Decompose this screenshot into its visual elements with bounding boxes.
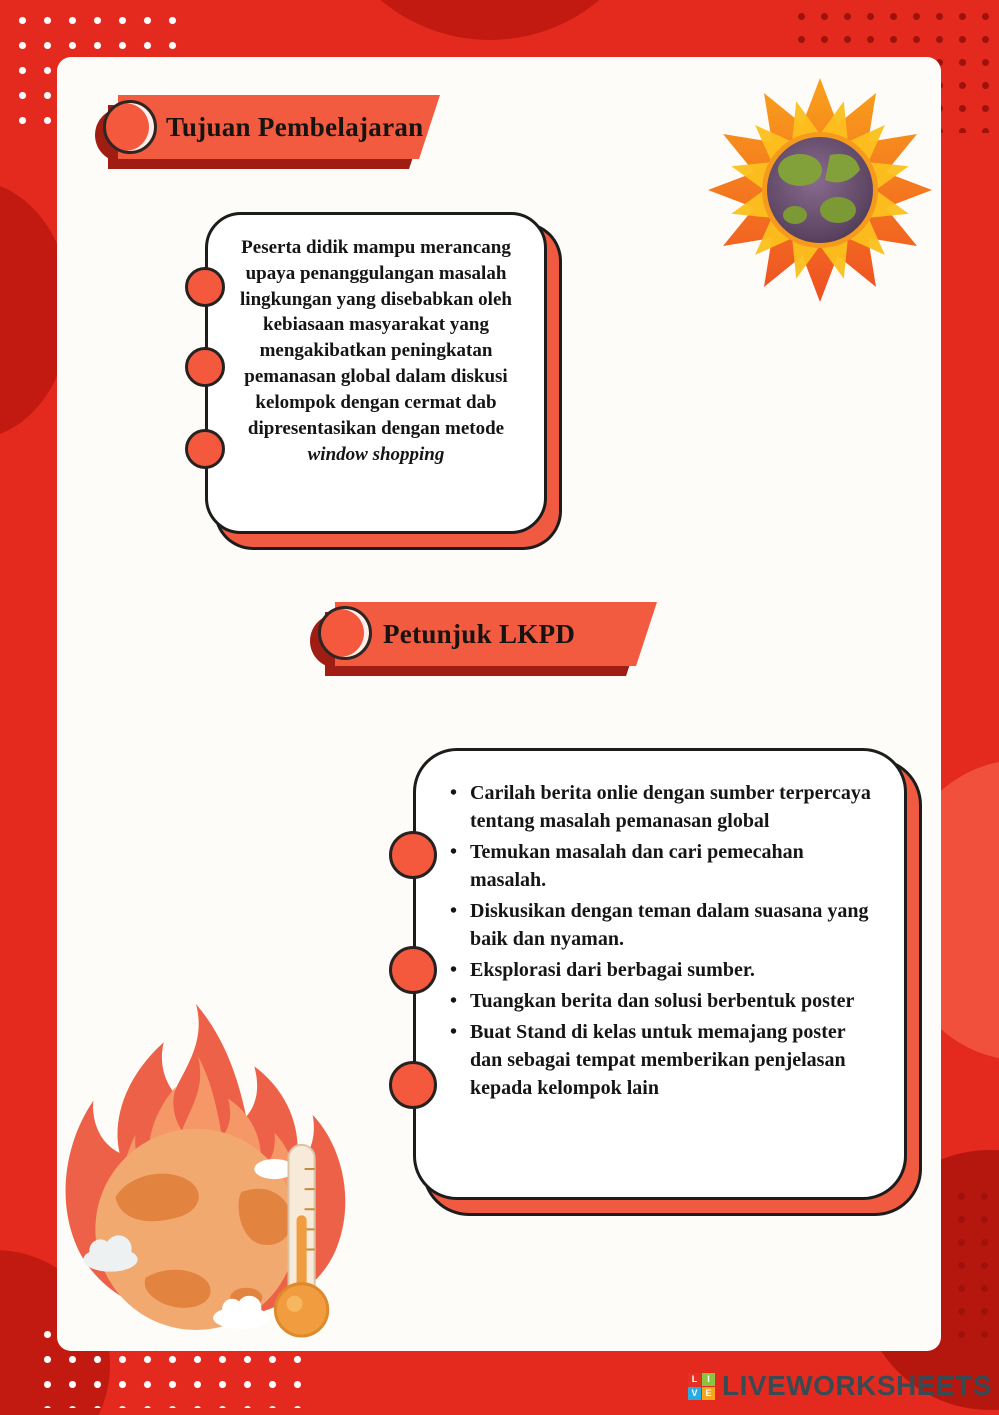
decor-dots-bottom-right: [950, 1185, 998, 1350]
instructions-section-title: Petunjuk LKPD: [383, 619, 576, 649]
objective-text-main: Peserta didik mampu merancang upaya pena…: [240, 237, 512, 439]
objective-text-italic: window shopping: [307, 443, 445, 465]
objective-text: Peserta didik mampu merancang upaya pena…: [208, 215, 544, 487]
section-banner-objective: Tujuan Pembelajaran: [118, 95, 440, 159]
instruction-item: Eksplorasi dari berbagai sumber.: [446, 956, 878, 984]
thermometer-icon: [273, 1143, 330, 1338]
instructions-box: Carilah berita onlie dengan sumber terpe…: [413, 748, 907, 1200]
logo-square-e: E: [702, 1386, 715, 1400]
box-edge-circle-icon: [185, 267, 225, 307]
liveworksheets-brand[interactable]: LIVEWORKSHEETS: [722, 1370, 992, 1401]
instruction-text: Tuangkan berita dan solusi berbentuk pos…: [470, 990, 855, 1012]
instruction-item: Carilah berita onlie dengan sumber terpe…: [446, 779, 878, 835]
logo-square-v: V: [688, 1386, 701, 1400]
instruction-text: Buat Stand di kelas untuk memajang poste…: [470, 1021, 846, 1099]
box-edge-circle-icon: [389, 1061, 437, 1109]
instruction-text: Eksplorasi dari berbagai sumber.: [470, 959, 755, 981]
instruction-text: Temukan masalah dan cari pemecahan masal…: [470, 841, 804, 891]
instruction-text: Carilah berita onlie dengan sumber terpe…: [470, 782, 871, 832]
box-edge-circle-icon: [389, 946, 437, 994]
instruction-text: Diskusikan dengan teman dalam suasana ya…: [470, 900, 869, 950]
decor-blob-top: [320, 0, 660, 40]
flame-earth-icon: [65, 1004, 346, 1338]
liveworksheets-footer: L I V E LIVEWORKSHEETS: [688, 1370, 992, 1402]
instruction-item: Temukan masalah dan cari pemecahan masal…: [446, 838, 878, 894]
instruction-list: Carilah berita onlie dengan sumber terpe…: [416, 751, 904, 1129]
box-edge-circle-icon: [185, 347, 225, 387]
logo-square-i: I: [702, 1372, 715, 1386]
banner-bullet-circle-icon: [103, 100, 157, 154]
burning-earth-thermometer-illustration: [35, 996, 367, 1338]
cloud-icon: [213, 1295, 270, 1329]
cloud-icon: [83, 1235, 138, 1272]
box-edge-circle-icon: [389, 831, 437, 879]
banner-bullet-circle-icon: [318, 606, 372, 660]
box-edge-circle-icon: [185, 429, 225, 469]
sun-flames-icon: [708, 78, 932, 302]
instruction-item: Tuangkan berita dan solusi berbentuk pos…: [446, 987, 878, 1015]
logo-square-l: L: [688, 1372, 701, 1386]
liveworksheets-logo-icon: L I V E: [688, 1372, 715, 1400]
instruction-item: Diskusikan dengan teman dalam suasana ya…: [446, 897, 878, 953]
objective-box: Peserta didik mampu merancang upaya pena…: [205, 212, 547, 534]
instruction-item: Buat Stand di kelas untuk memajang poste…: [446, 1018, 878, 1102]
section-banner-instructions: Petunjuk LKPD: [335, 602, 657, 666]
objective-section-title: Tujuan Pembelajaran: [166, 112, 424, 142]
burning-sun-earth-illustration: [700, 70, 940, 310]
